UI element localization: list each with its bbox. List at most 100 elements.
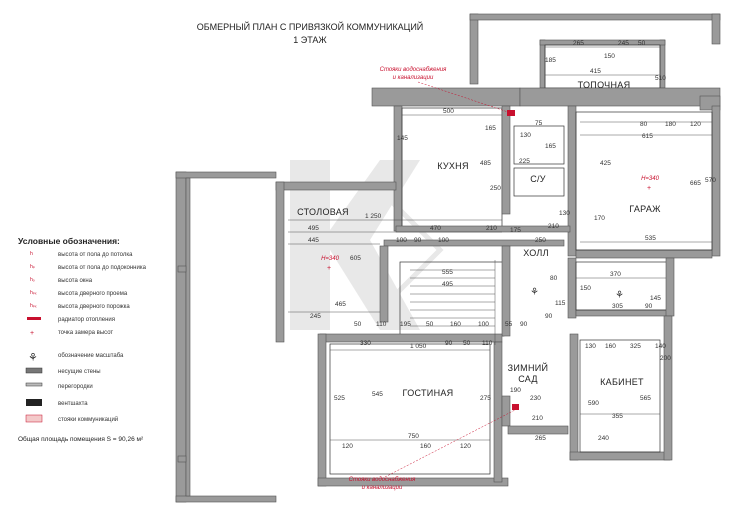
scale-markers: ⚘ ⚘	[530, 287, 624, 301]
dim: 370	[610, 271, 621, 278]
dim: 50	[463, 340, 471, 347]
scale-icon: ⚘	[28, 352, 38, 364]
dim: 245	[618, 40, 629, 47]
height-point-icon: +	[30, 330, 34, 337]
dim: 160	[450, 321, 461, 328]
dim: 325	[630, 343, 641, 350]
dim: 495	[442, 281, 453, 288]
dimension-lines	[288, 46, 712, 441]
dim: 140	[655, 343, 666, 350]
dim: 200	[660, 355, 671, 362]
dim: 160	[420, 443, 431, 450]
riser-marker	[507, 110, 515, 116]
dim: 415	[590, 68, 601, 75]
total-area: Общая площадь помещения S = 90,26 м²	[18, 435, 144, 443]
riser-note-top-2: и канализации	[393, 75, 434, 81]
radiator-icon	[27, 317, 41, 320]
dim: 330	[360, 340, 371, 347]
dim: 145	[397, 135, 408, 142]
terrace	[175, 171, 277, 503]
dim: 210	[548, 223, 559, 230]
dim: 525	[334, 395, 345, 402]
bearing-wall-icon	[25, 367, 43, 374]
dim: 535	[645, 235, 656, 242]
floor-label: 1 ЭТАЖ	[293, 35, 327, 45]
dim: 110	[482, 340, 493, 347]
room-label-sad: САД	[518, 374, 538, 384]
dim: 605	[350, 255, 361, 262]
scale-icon: ⚘	[530, 287, 539, 298]
dim: 495	[308, 225, 319, 232]
dim: 165	[545, 143, 556, 150]
dim: 90	[645, 303, 653, 310]
legend-item: высота дверного проема	[58, 291, 128, 297]
room-labels: ТОПОЧНАЯ КУХНЯ С/У ГАРАЖ СТОЛОВАЯ ХОЛЛ Г…	[297, 80, 661, 398]
dim: 305	[612, 303, 623, 310]
dim: 100	[478, 321, 489, 328]
dim: 130	[585, 343, 596, 350]
dim: 545	[372, 391, 383, 398]
dim: 1 250	[365, 213, 382, 220]
legend-item: радиатор отопления	[58, 317, 115, 323]
dim: 180	[665, 121, 676, 128]
room-label-stolovaya: СТОЛОВАЯ	[297, 207, 349, 217]
room-label-topochnaya: ТОПОЧНАЯ	[578, 80, 631, 90]
dim: 175	[510, 227, 521, 234]
dim: 120	[342, 443, 353, 450]
dim: 570	[705, 177, 716, 184]
legend-item: высота от пола до потолка	[58, 252, 133, 258]
dim: 275	[480, 395, 491, 402]
legend-item: несущие стены	[58, 369, 101, 375]
room-label-garazh: ГАРАЖ	[629, 204, 661, 214]
room-label-kuhnya: КУХНЯ	[437, 161, 469, 171]
height-markers: H=340 + H=340 +	[321, 176, 660, 272]
legend-item: стояки коммуникаций	[58, 416, 118, 423]
dim: 555	[442, 269, 453, 276]
vent-shaft-icon	[26, 399, 42, 406]
riser-note-top-1: Стояки водоснабжения	[380, 67, 448, 73]
dim: 225	[519, 158, 530, 165]
dim: 425	[600, 160, 611, 167]
dim: 120	[690, 121, 701, 128]
dim: 265	[573, 40, 584, 47]
dim: 75	[535, 120, 543, 127]
legend-marker-icon: hₒ	[30, 277, 35, 283]
dim: 665	[690, 180, 701, 187]
dim: 195	[400, 321, 411, 328]
height-garazh: H=340	[641, 176, 660, 182]
riser-notes: Стояки водоснабжения и канализации Стояк…	[349, 67, 519, 491]
legend-item: вентшахта	[58, 401, 88, 407]
dim: 110	[376, 321, 387, 328]
dim: 265	[535, 435, 546, 442]
partition-icon	[25, 382, 43, 387]
legend-item: обозначение масштаба	[58, 353, 124, 359]
legend: Условные обозначения: h высота от пола д…	[18, 236, 147, 443]
dim: 190	[510, 387, 521, 394]
dim: 245	[310, 313, 321, 320]
building-walls	[275, 87, 721, 487]
dim: 465	[335, 301, 346, 308]
legend-item: высота дверного порожка	[58, 304, 130, 310]
dim: 165	[485, 125, 496, 132]
dim: 150	[580, 285, 591, 292]
dim: 445	[308, 237, 319, 244]
dim: 160	[605, 343, 616, 350]
dim: 170	[594, 215, 605, 222]
legend-title: Условные обозначения:	[18, 236, 120, 246]
dim: 115	[555, 300, 566, 307]
dim: 150	[604, 53, 615, 60]
dimension-labels: 265 245 50 415 185 510 150 500 165 145 4…	[308, 40, 716, 450]
dim: 250	[490, 185, 501, 192]
legend-item: перегородки	[58, 384, 93, 390]
room-label-gostinaya: ГОСТИНАЯ	[403, 388, 454, 398]
dim: 90	[445, 340, 453, 347]
room-label-kabinet: КАБИНЕТ	[600, 377, 644, 387]
dim: 80	[640, 121, 648, 128]
dim: 485	[480, 160, 491, 167]
legend-marker-icon: hₚₓ	[30, 290, 37, 296]
riser-note-bottom-1: Стояки водоснабжения	[349, 477, 417, 483]
dim: 50	[354, 321, 362, 328]
dim: 615	[642, 133, 653, 140]
height-point-icon: +	[327, 265, 331, 272]
